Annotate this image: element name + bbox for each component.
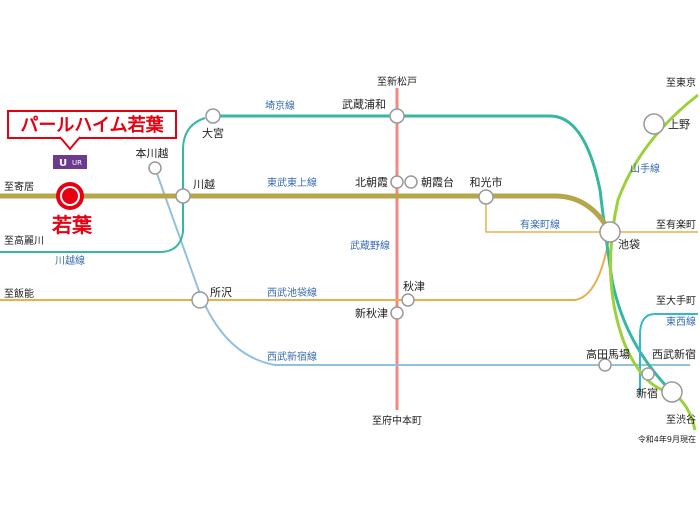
station-akitsu[interactable] — [401, 293, 415, 307]
label-takadanobaba: 高田馬場 — [586, 347, 630, 361]
station-shin-akitsu[interactable] — [390, 306, 404, 320]
dest-fuchu-hommachi: 至府中本町 — [372, 414, 422, 427]
ur-badge-text: UR — [72, 159, 82, 167]
property-callout-box — [7, 110, 177, 139]
yamanote-line — [609, 93, 699, 431]
station-markers — [148, 108, 683, 403]
station-kawagoe[interactable] — [175, 188, 191, 204]
tozai-line — [639, 313, 698, 395]
station-wakoshi[interactable] — [478, 189, 494, 205]
dest-tokyo: 至東京 — [666, 76, 696, 89]
label-shin-akitsu: 新秋津 — [355, 306, 388, 320]
station-ueno[interactable] — [643, 113, 665, 135]
station-seibu-shinjuku[interactable] — [641, 367, 655, 381]
label-ikebukuro: 池袋 — [618, 237, 640, 251]
dest-shin-matsudo: 至新松戸 — [377, 75, 417, 88]
wakaba-station-inner — [62, 188, 78, 204]
line-label-tobu-tojo: 東武東上線 — [267, 176, 317, 189]
line-label-yurakucho: 有楽町線 — [520, 218, 560, 231]
station-takadanobaba[interactable] — [598, 358, 612, 372]
wakaba-station-label: 若葉 — [51, 213, 93, 237]
label-honkawagoe: 本川越 — [136, 146, 169, 160]
station-honkawagoe[interactable] — [148, 161, 162, 175]
station-shinjuku[interactable] — [661, 381, 683, 403]
line-label-kawagoe: 川越線 — [55, 254, 85, 267]
line-label-musashino: 武蔵野線 — [350, 239, 390, 252]
kawagoe-line — [0, 117, 206, 253]
label-kita-asaka: 北朝霞 — [355, 176, 388, 189]
label-ueno: 上野 — [668, 118, 690, 131]
seibu-shinjuku-line — [154, 167, 690, 366]
yurakucho-line — [485, 197, 698, 233]
dest-yorii: 至寄居 — [4, 180, 34, 193]
property-name: パールハイム若葉 — [20, 114, 164, 136]
line-label-seibu-shinjuku: 西武新宿線 — [267, 350, 317, 363]
station-ikebukuro[interactable] — [599, 221, 621, 243]
label-wakoshi: 和光市 — [470, 175, 503, 189]
label-musashi-urawa: 武蔵浦和 — [342, 98, 386, 111]
property-callout-pointer — [59, 136, 81, 151]
dest-yurakucho: 至有楽町 — [656, 218, 696, 231]
dest-hanno: 至飯能 — [4, 287, 34, 300]
dest-komagawa: 至高麗川 — [4, 234, 44, 247]
ur-logo-icon — [53, 155, 87, 169]
station-tokorozawa[interactable] — [191, 291, 209, 309]
station-kita-asaka[interactable] — [390, 175, 404, 189]
label-seibu-shinjuku: 西武新宿 — [652, 347, 696, 361]
label-akitsu: 秋津 — [403, 279, 425, 293]
line-label-tozai: 東西線 — [666, 315, 696, 328]
label-shinjuku: 新宿 — [636, 386, 658, 400]
label-tokorozawa: 所沢 — [210, 285, 232, 299]
dest-otemachi: 至大手町 — [656, 294, 696, 307]
line-label-saikyo: 埼京線 — [265, 99, 295, 112]
as-of-note: 令和4年9月現在 — [638, 434, 696, 444]
station-omiya[interactable] — [205, 108, 221, 124]
label-omiya: 大宮 — [202, 126, 224, 140]
dest-shibuya: 至渋谷 — [666, 413, 696, 426]
label-asakadai: 朝霞台 — [421, 175, 454, 189]
station-musashi-urawa[interactable] — [389, 108, 405, 124]
station-asakadai[interactable] — [404, 175, 418, 189]
line-label-yamanote: 山手線 — [630, 162, 660, 175]
ur-badge-mark: U — [59, 158, 67, 169]
line-label-seibu-ikebukuro: 西武池袋線 — [267, 286, 317, 299]
label-kawagoe: 川越 — [193, 177, 215, 191]
